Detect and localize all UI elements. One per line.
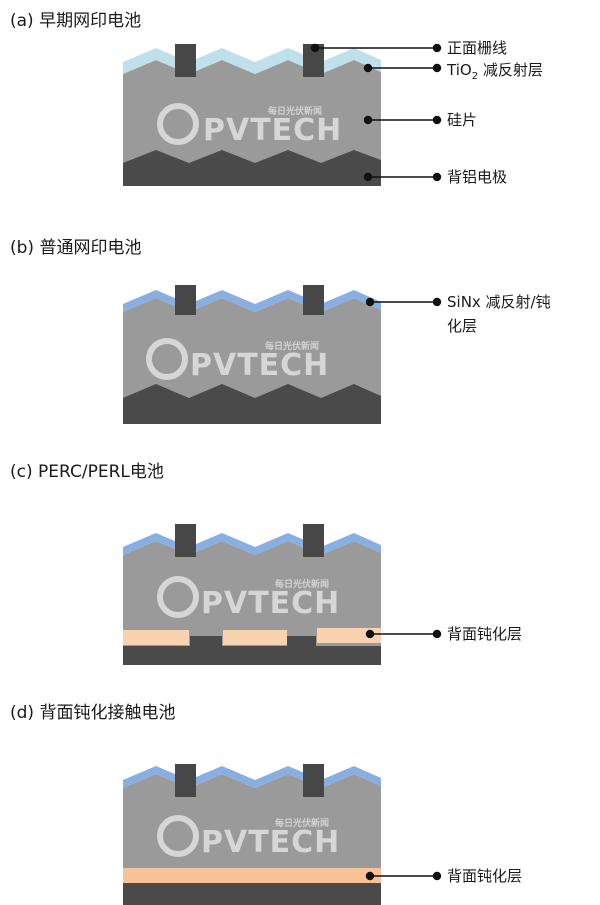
- panel-a-title: (a) 早期网印电池: [10, 11, 141, 31]
- panel-a-back-electrode: [123, 150, 381, 186]
- panel-a-label-finger: 正面栅线: [447, 39, 507, 57]
- panel-c-silicon-wafer: [123, 541, 381, 646]
- panel-c-front-finger-2: [303, 524, 324, 557]
- panel-d-watermark: 每日光伏新闻 PVTECH: [157, 815, 340, 860]
- panel-c-passivation-segment-3: [317, 628, 381, 643]
- panel-d-title: (d) 背面钝化接触电池: [10, 703, 175, 723]
- panel-c-title: (c) PERC/PERL电池: [10, 462, 164, 482]
- panel-c-label-passivation: 背面钝化层: [447, 625, 522, 643]
- watermark-brand: PVTECH: [190, 348, 329, 383]
- panel-a-front-finger-2: [303, 44, 324, 77]
- panel-a: (a) 早期网印电池 每日光伏新闻 PVTECH: [10, 11, 543, 186]
- watermark-brand: PVTECH: [201, 586, 340, 621]
- panel-c: (c) PERC/PERL电池 每日光伏新闻 PVTECH 背面钝化层: [10, 462, 522, 665]
- panel-d-front-finger-1: [175, 764, 196, 797]
- watermark-logo-icon: [157, 103, 199, 145]
- panel-b-front-finger-2: [303, 285, 324, 315]
- panel-c-back-contact-1: [190, 636, 222, 646]
- panel-b-label-arc-line2: 化层: [447, 317, 477, 335]
- panel-a-label-wafer: 硅片: [447, 111, 477, 129]
- panel-a-watermark: 每日光伏新闻 PVTECH: [157, 103, 342, 148]
- panel-c-front-finger-1: [175, 524, 196, 557]
- panel-b-back-electrode: [123, 384, 381, 424]
- panel-b: (b) 普通网印电池 每日光伏新闻 PVTECH SiNx 减反射/钝 化层: [10, 238, 551, 424]
- panel-a-label-arc: TiO2 减反射层: [446, 61, 543, 82]
- watermark-tagline: 每日光伏新闻: [265, 340, 319, 352]
- panel-d-label-passivation: 背面钝化层: [447, 867, 522, 885]
- watermark-tagline: 每日光伏新闻: [275, 578, 329, 590]
- panel-b-front-finger-1: [175, 285, 196, 315]
- panel-a-label-electrode: 背铝电极: [447, 168, 507, 186]
- watermark-tagline: 每日光伏新闻: [268, 105, 322, 117]
- panel-c-back-contact-2: [287, 636, 316, 646]
- panel-b-silicon-wafer: [123, 298, 381, 405]
- panel-c-watermark: 每日光伏新闻 PVTECH: [157, 576, 340, 621]
- watermark-logo-icon: [157, 815, 199, 857]
- panel-c-passivation-segment-2: [223, 630, 287, 645]
- panel-a-front-finger-1: [175, 44, 196, 77]
- panel-b-watermark: 每日光伏新闻 PVTECH: [146, 338, 329, 383]
- panel-d-silicon-wafer: [123, 774, 381, 868]
- watermark-logo-icon: [157, 576, 199, 618]
- panel-d-back-electrode: [123, 883, 381, 905]
- watermark-tagline: 每日光伏新闻: [275, 817, 329, 829]
- panel-b-title: (b) 普通网印电池: [10, 238, 141, 258]
- panel-d-front-finger-2: [303, 764, 324, 797]
- panel-c-passivation-segment-1: [123, 630, 189, 645]
- watermark-brand: PVTECH: [201, 825, 340, 860]
- watermark-brand: PVTECH: [203, 113, 342, 148]
- watermark-logo-icon: [146, 338, 188, 380]
- panel-c-back-electrode: [123, 646, 381, 665]
- panel-b-label-arc-line1: SiNx 减反射/钝: [447, 293, 551, 311]
- panel-d: (d) 背面钝化接触电池 每日光伏新闻 PVTECH 背面钝化层: [10, 703, 522, 905]
- panel-d-passivation-layer: [123, 868, 381, 883]
